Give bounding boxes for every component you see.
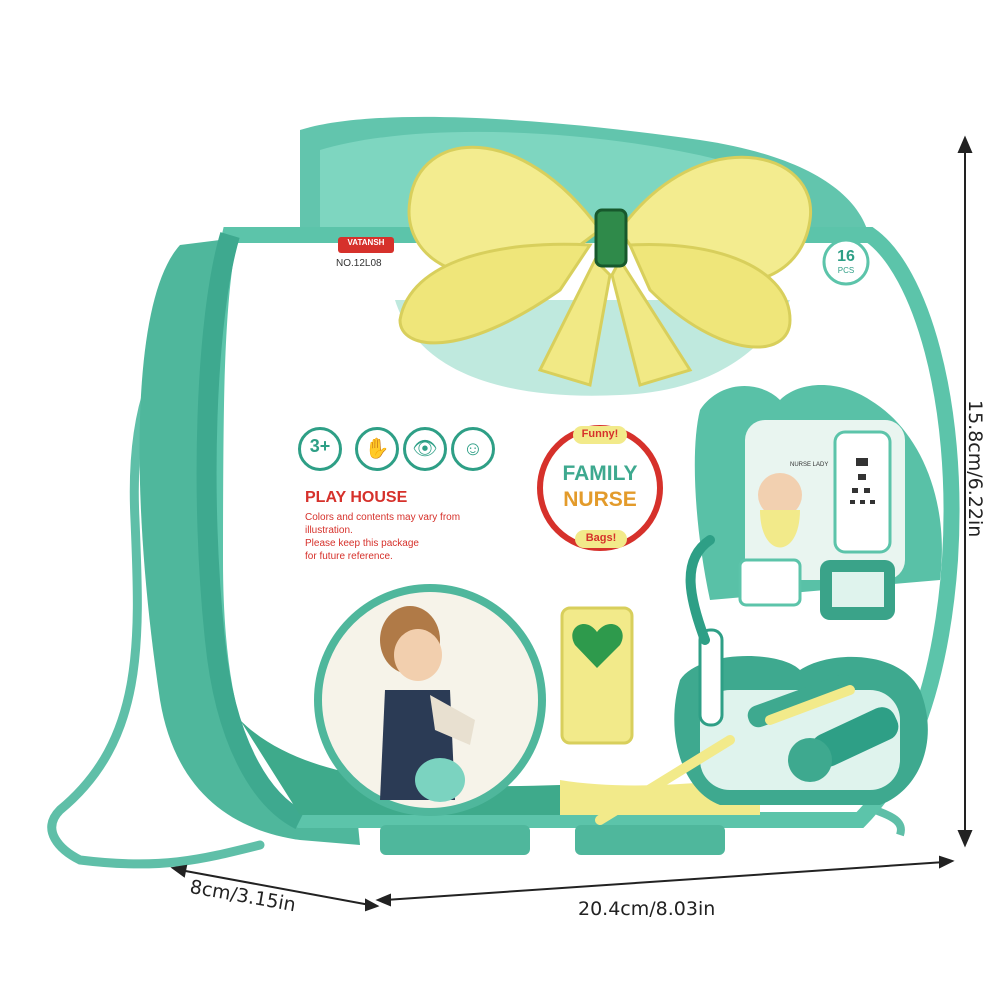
dimension-lines [170, 135, 973, 912]
child-photo [380, 606, 475, 802]
logo-top-label: Funny! [581, 428, 619, 440]
width-dimension-label: 20.4cm/8.03in [578, 898, 716, 920]
child-figure-icon: ☺ [451, 427, 495, 471]
logo-bottom-label: Bags! [585, 532, 617, 544]
opened-kit-render [595, 385, 942, 825]
gem-clasp [594, 208, 628, 268]
disclaimer-line-1: Colors and contents may vary from [305, 512, 461, 523]
pieces-count: 16 [837, 248, 855, 265]
logo-line-2: NURSE [563, 488, 637, 511]
disclaimer-line-4: for future reference. [305, 551, 393, 562]
pieces-badge [822, 238, 870, 286]
hand-icon: ✋ [355, 427, 399, 471]
logo-line-1: FAMILY [562, 462, 638, 485]
box-foot-left [380, 825, 530, 855]
model-number: NO.12L08 [336, 258, 382, 269]
eye-chart [833, 430, 892, 554]
brand-label: VATANSH [347, 238, 385, 247]
disclaimer-line-3: Please keep this package [305, 538, 419, 549]
heart-lock [560, 606, 634, 745]
age-label: 3+ [309, 436, 331, 456]
product-title: PLAY HOUSE [305, 489, 408, 506]
eye-icon: 👁 [403, 427, 447, 471]
brand-badge [338, 237, 394, 253]
age-badge [298, 427, 342, 471]
box-foot-right [575, 825, 725, 855]
disclaimer-line-2: illustration. [305, 525, 353, 536]
logo-tag-bottom [575, 530, 627, 548]
toy-syringe [698, 628, 724, 727]
logo-tag-top [573, 426, 627, 444]
toy-bottle [811, 707, 899, 767]
eye-chart-label: NURSE LADY [790, 462, 829, 468]
pieces-unit: PCS [837, 266, 855, 275]
toy-otoscope [788, 738, 832, 782]
bow-decoration [398, 145, 813, 387]
height-dimension-label: 15.8cm/6.22in [964, 400, 986, 538]
